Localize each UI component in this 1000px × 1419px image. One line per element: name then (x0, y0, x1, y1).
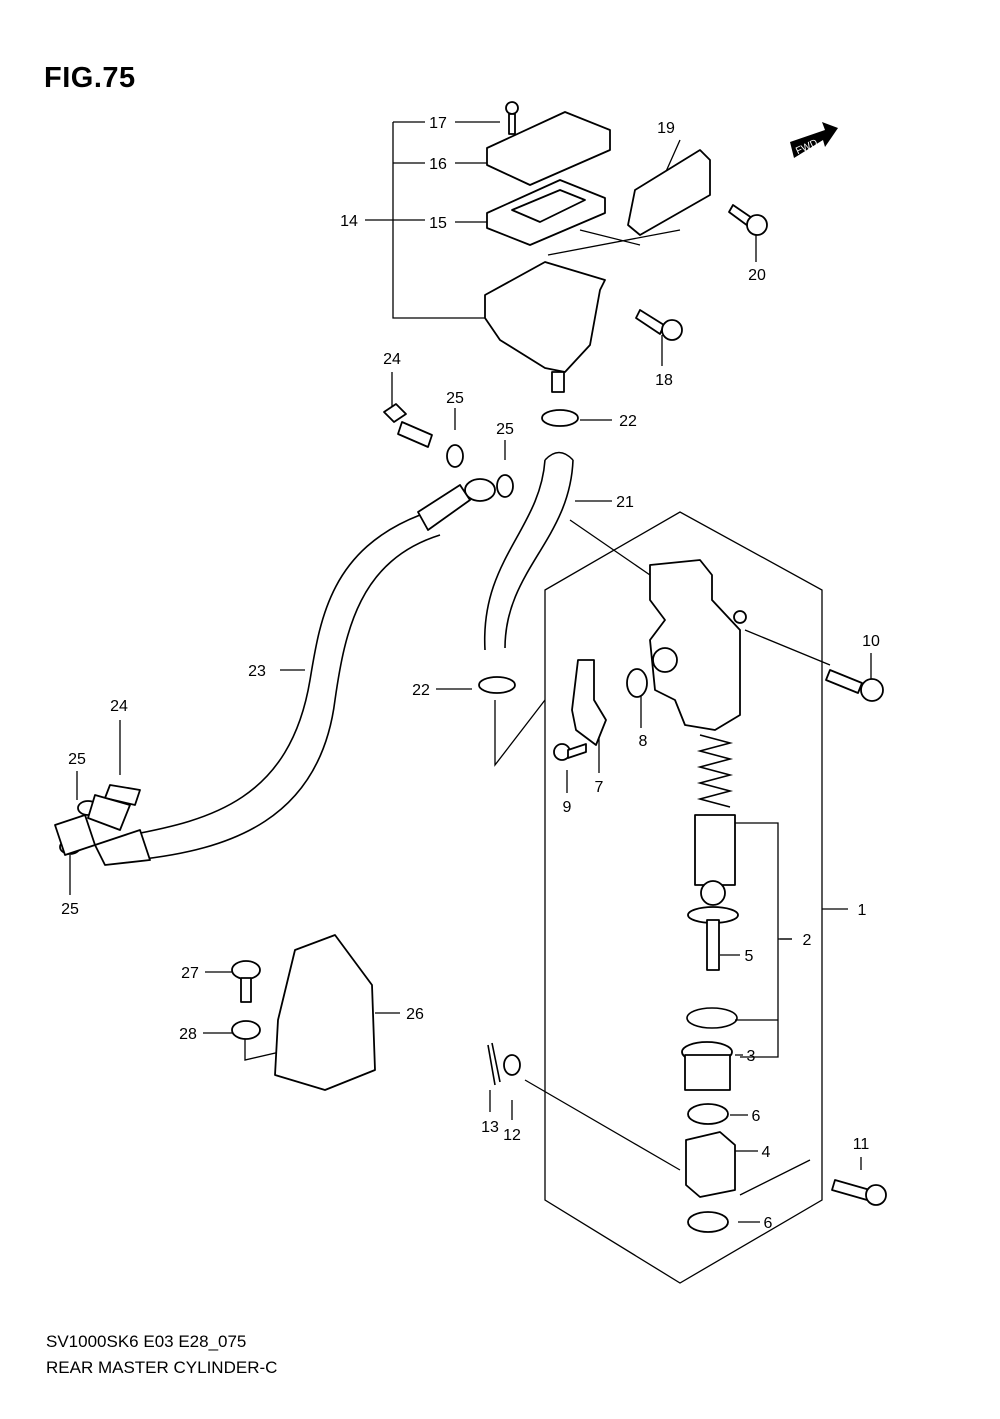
callout-label: 11 (853, 1136, 870, 1153)
union-bolt-24 (383, 403, 433, 448)
callout-label: 19 (657, 120, 675, 137)
callout-label: 25 (68, 751, 86, 768)
callout-label: 10 (862, 633, 880, 650)
callout-label: 24 (383, 351, 401, 368)
bracket-2 (720, 822, 792, 1058)
callout-label: 14 (340, 213, 358, 230)
fwd-arrow-icon: FWD (790, 122, 838, 158)
screw-17 (505, 101, 519, 135)
circlip (686, 1007, 738, 1029)
figure-title: FIG.75 (44, 62, 136, 94)
callout-label: 6 (764, 1215, 773, 1232)
spring (696, 734, 734, 808)
brake-hose-23 (129, 514, 441, 861)
callout-label: 13 (481, 1119, 499, 1136)
callout-label: 22 (412, 682, 430, 699)
callout-label: 27 (181, 965, 199, 982)
master-cylinder-body (649, 559, 747, 731)
model-code: SV1000SK6 E03 E28_075 (46, 1332, 247, 1351)
washer-12 (503, 1054, 521, 1076)
diagram-name: REAR MASTER CYLINDER-C (46, 1358, 278, 1377)
callout-label: 22 (619, 413, 637, 430)
callout-label: 26 (406, 1006, 424, 1023)
callout-label: 2 (803, 932, 812, 949)
pin-11 (831, 1179, 887, 1206)
dash-lines (244, 229, 831, 1196)
callout-label: 20 (748, 267, 766, 284)
callout-label: 6 (752, 1108, 761, 1125)
callout-label: 15 (429, 215, 447, 232)
guard-26 (274, 934, 376, 1091)
callout-label: 12 (503, 1127, 521, 1144)
callout-label: 7 (595, 779, 604, 796)
nut-6 (687, 1103, 729, 1233)
washer-28 (231, 1020, 261, 1040)
piston-2 (694, 814, 736, 886)
assembly-outline-1 (544, 511, 823, 1284)
bracket-14 (365, 121, 485, 319)
pushrod-5 (687, 880, 739, 971)
callout-label: 25 (496, 421, 514, 438)
bolt-10 (825, 669, 884, 702)
callout-label: 1 (858, 902, 867, 919)
callout-label: 3 (747, 1048, 756, 1065)
callout-label: 17 (429, 115, 447, 132)
callout-label: 5 (745, 948, 754, 965)
callout-label: 9 (563, 799, 572, 816)
reservoir-cap-16 (486, 111, 611, 186)
reservoir-14 (484, 261, 606, 393)
cotter-pin-13 (487, 1042, 501, 1086)
boot-3 (681, 1041, 733, 1091)
bracket-plate-19 (627, 149, 711, 236)
callout-label: 8 (639, 733, 648, 750)
callout-label: 18 (655, 372, 673, 389)
bolt-20 (728, 204, 768, 236)
oring-8 (626, 668, 648, 698)
callout-label: 25 (61, 901, 79, 918)
bolt-18 (635, 309, 683, 341)
callout-label: 28 (179, 1026, 197, 1043)
callout-label: 16 (429, 156, 447, 173)
clamp-22 (478, 409, 579, 694)
callout-label: 23 (248, 663, 266, 680)
callout-label: 4 (762, 1144, 771, 1161)
hose-fittings (54, 478, 496, 866)
leader-lines (69, 121, 872, 1223)
diaphragm-15 (486, 179, 606, 246)
fitting-7 (571, 659, 607, 746)
callout-label: 24 (110, 698, 128, 715)
screw-9 (553, 743, 587, 761)
callout-label: 21 (616, 494, 634, 511)
bolt-24-lower (87, 784, 141, 831)
screw-27 (231, 960, 261, 1003)
hose-21 (483, 451, 574, 651)
clevis-4 (685, 1131, 736, 1198)
callout-label: 25 (446, 390, 464, 407)
